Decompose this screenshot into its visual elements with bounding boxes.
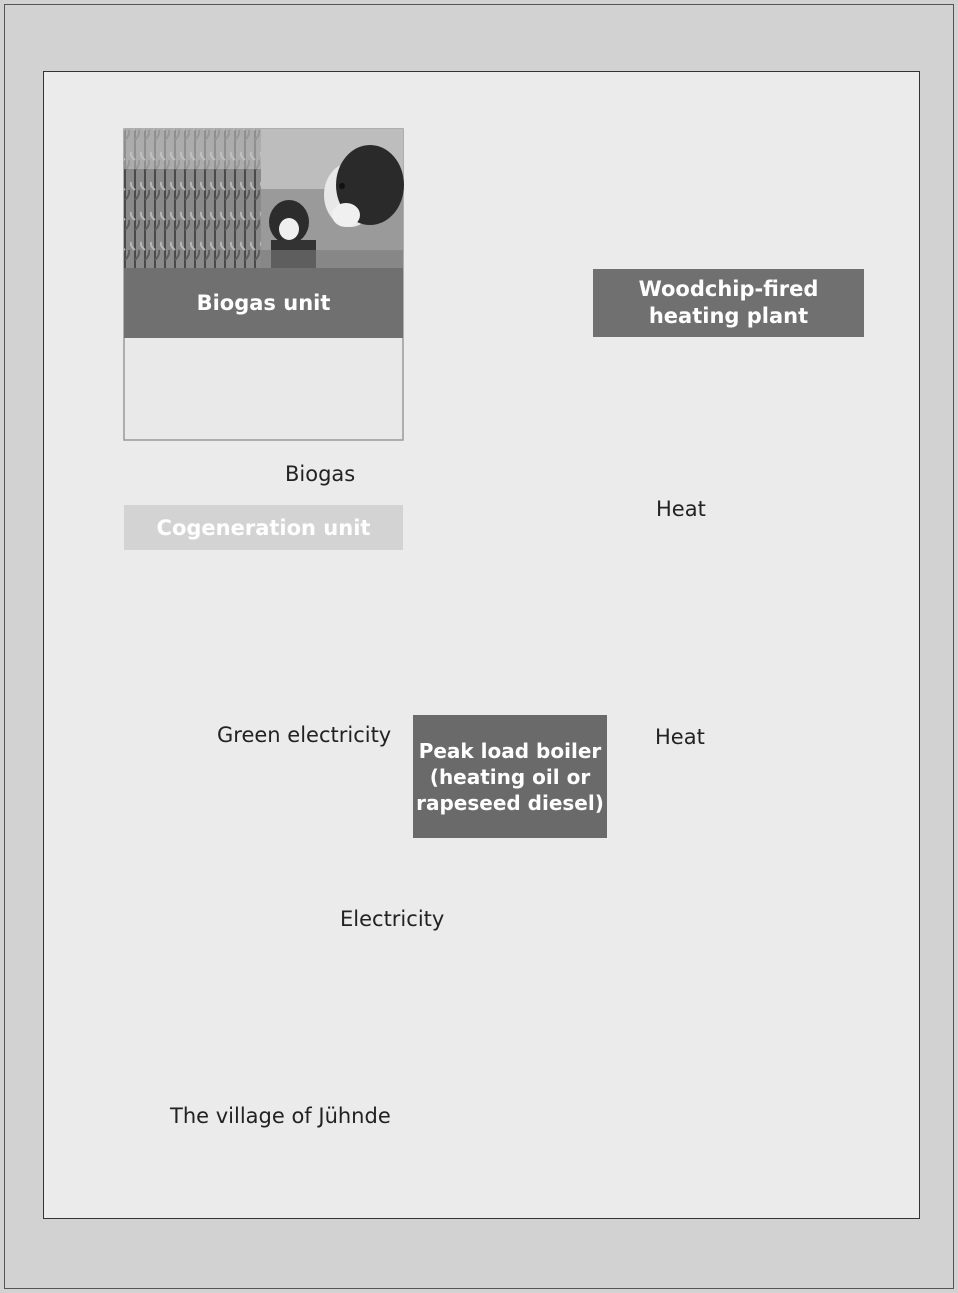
biogas-unit-label: Biogas unit bbox=[124, 268, 403, 338]
corn-and-cows-photo bbox=[124, 129, 404, 268]
green-electricity-label: Green electricity bbox=[217, 723, 392, 747]
woodchip-plant-label-text: Woodchip-fired heating plant bbox=[638, 277, 819, 328]
biogas-flow-label: Biogas bbox=[285, 462, 356, 486]
woodchip-plant-label: Woodchip-fired heating plant bbox=[593, 269, 864, 337]
peak-load-boiler-label: Peak load boiler (heating oil or rapesee… bbox=[416, 738, 604, 815]
village-label: The village of Jühnde bbox=[170, 1104, 391, 1128]
peak-load-boiler-box: Peak load boiler (heating oil or rapesee… bbox=[413, 715, 607, 838]
electricity-label: Electricity bbox=[340, 907, 445, 931]
cogeneration-heat-label: Heat bbox=[656, 497, 706, 521]
peak-boiler-heat-label: Heat bbox=[655, 725, 705, 749]
cogeneration-unit-label: Cogeneration unit bbox=[124, 505, 403, 550]
